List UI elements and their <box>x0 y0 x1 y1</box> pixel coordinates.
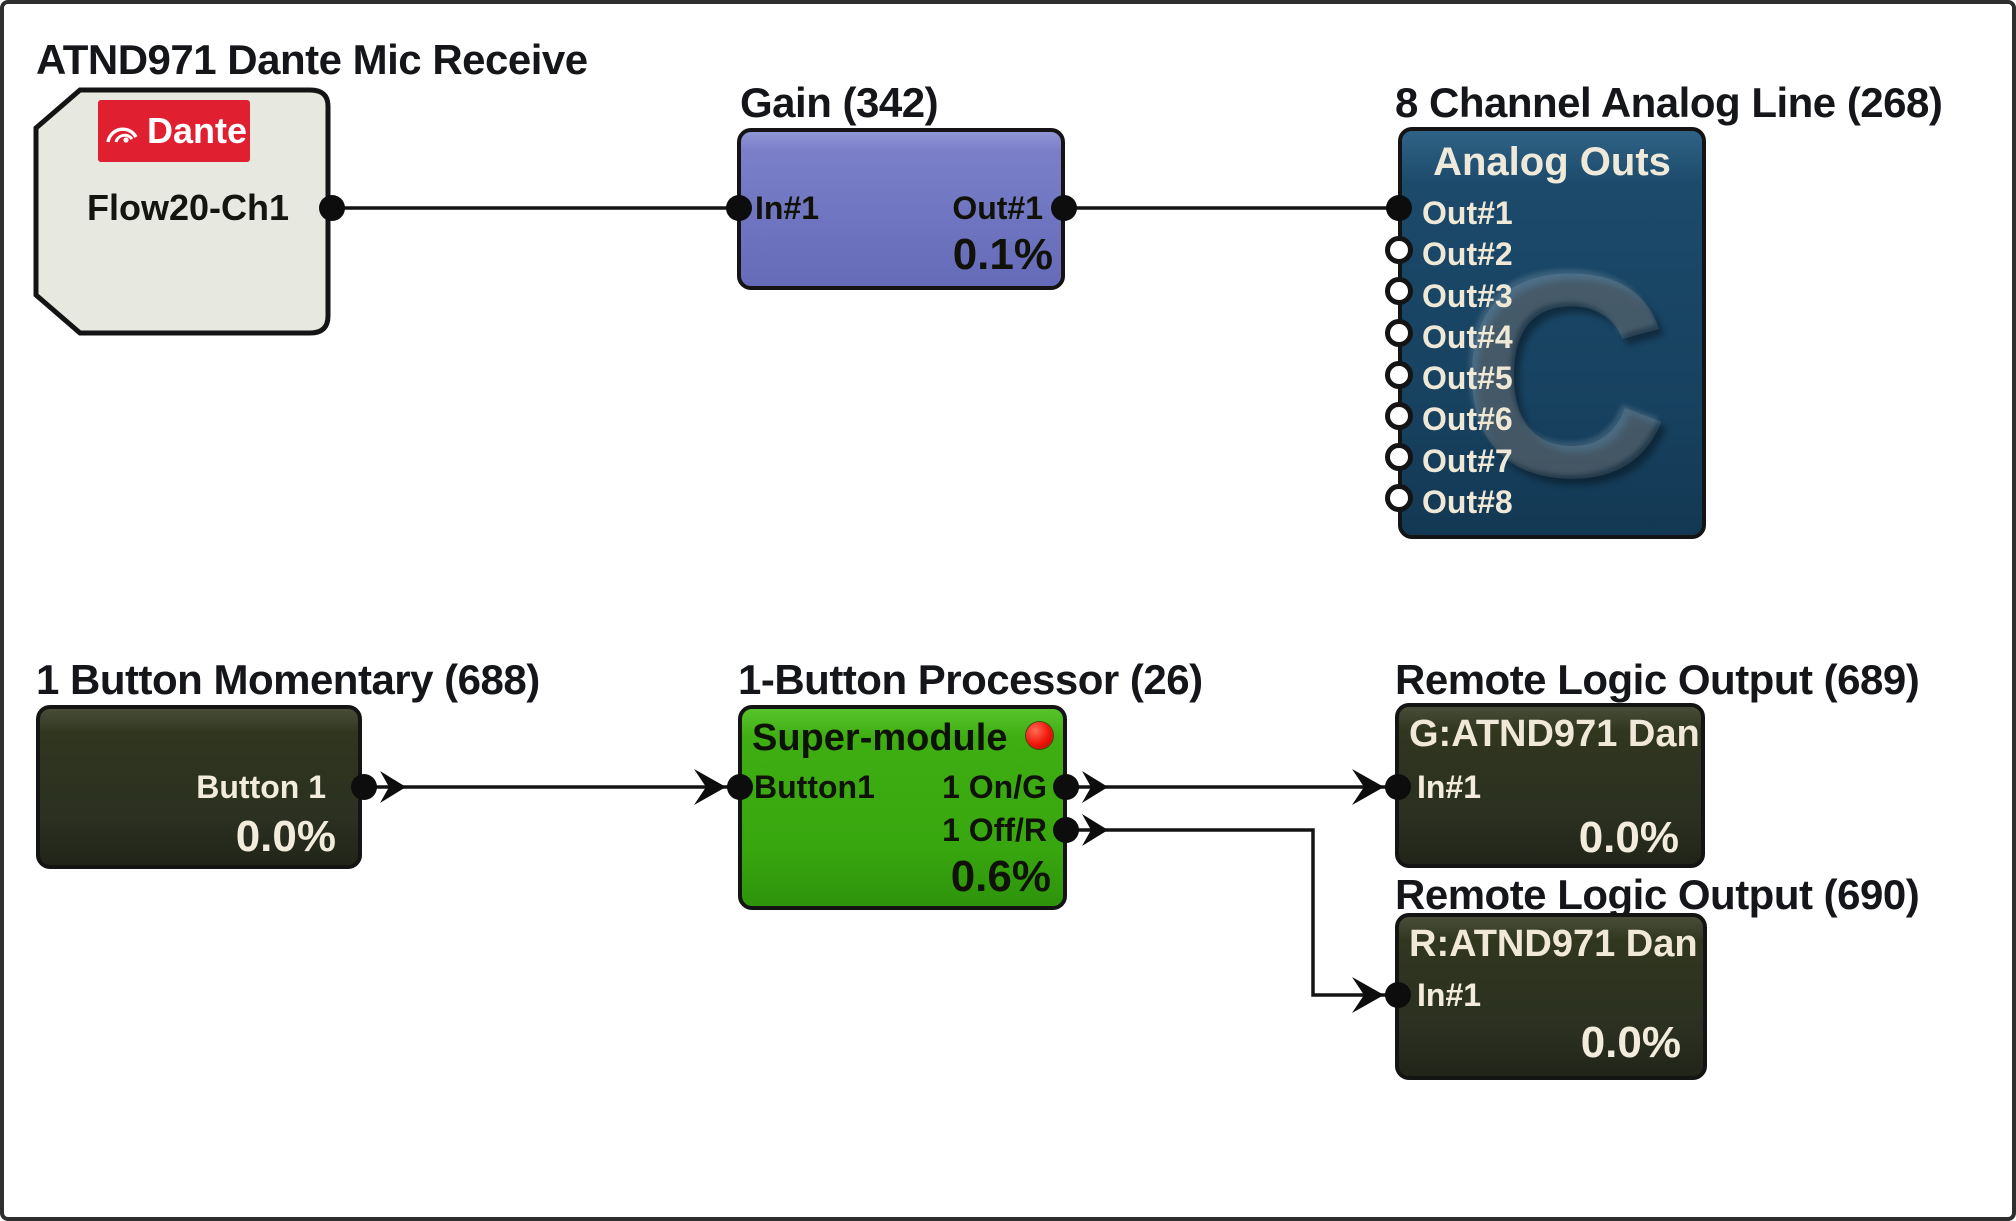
analog-out-port-4[interactable] <box>1385 319 1413 347</box>
analog-out-port-2[interactable] <box>1385 236 1413 264</box>
analog-line-block[interactable]: C Analog Outs Out#1 Out#2 Out#3 Out#4 Ou… <box>1398 127 1706 539</box>
logic-r-header: R:ATND971 Dan <box>1409 923 1698 965</box>
logic-g-percent: 0.0% <box>1578 813 1679 862</box>
momentary-out-port[interactable] <box>351 774 377 800</box>
analog-out-port-1[interactable] <box>1386 195 1412 221</box>
momentary-block-title: 1 Button Momentary (688) <box>36 656 540 703</box>
analog-out-label-5: Out#5 <box>1422 360 1513 397</box>
analog-out-port-7[interactable] <box>1385 443 1413 471</box>
button-processor-block[interactable]: Super-module Button1 1 On/G 1 Off/R 0.6% <box>738 705 1067 910</box>
analog-out-label-2: Out#2 <box>1422 236 1513 273</box>
logic-g-in-port[interactable] <box>1385 774 1411 800</box>
logic-r-block-title: Remote Logic Output (690) <box>1395 871 1920 918</box>
analog-out-label-1: Out#1 <box>1422 195 1513 231</box>
dante-channel-label: Flow20-Ch1 <box>87 187 290 228</box>
remote-logic-output-g-block[interactable]: G:ATND971 Dan In#1 0.0% <box>1395 703 1705 868</box>
analog-block-header: Analog Outs <box>1433 140 1671 184</box>
logic-g-block-title: Remote Logic Output (689) <box>1395 656 1920 703</box>
processor-on-output-label: 1 On/G <box>942 769 1047 805</box>
analog-block-title: 8 Channel Analog Line (268) <box>1395 79 1943 126</box>
processor-block-title: 1-Button Processor (26) <box>738 656 1203 703</box>
processor-percent: 0.6% <box>950 852 1051 901</box>
dante-logo: Dante <box>98 100 250 162</box>
gain-output-label: Out#1 <box>952 190 1043 226</box>
momentary-output-label: Button 1 <box>196 769 326 805</box>
analog-output-list: Out#1 Out#2 Out#3 Out#4 Out#5 Out#6 Out#… <box>1422 193 1513 523</box>
gain-block-title: Gain (342) <box>740 79 939 126</box>
processor-header: Super-module <box>752 717 1008 759</box>
dante-out-port[interactable] <box>319 195 345 221</box>
gain-out-port[interactable] <box>1051 195 1077 221</box>
logic-r-percent: 0.0% <box>1580 1018 1681 1067</box>
gain-input-label: In#1 <box>755 190 820 226</box>
analog-out-port-8[interactable] <box>1385 484 1413 512</box>
dante-receive-block[interactable]: Dante Flow20-Ch1 <box>31 86 332 336</box>
composer-watermark: C <box>1460 214 1670 538</box>
processor-off-out-port[interactable] <box>1053 817 1079 843</box>
logic-g-input-label: In#1 <box>1417 769 1482 805</box>
button-momentary-block[interactable]: Button 1 0.0% <box>36 705 362 869</box>
logic-g-header: G:ATND971 Dan <box>1409 713 1699 755</box>
logic-r-input-label: In#1 <box>1417 977 1482 1013</box>
analog-out-port-5[interactable] <box>1385 361 1413 389</box>
analog-out-label-7: Out#7 <box>1422 442 1513 479</box>
processor-input-label: Button1 <box>754 769 875 805</box>
gain-percent: 0.1% <box>952 230 1053 279</box>
analog-out-port-6[interactable] <box>1385 402 1413 430</box>
gain-in-port[interactable] <box>726 195 752 221</box>
gain-block[interactable]: In#1 Out#1 0.1% <box>737 128 1065 290</box>
analog-out-label-3: Out#3 <box>1422 277 1513 314</box>
processor-off-output-label: 1 Off/R <box>942 812 1047 848</box>
wire-off-to-logic-r[interactable] <box>1066 828 1398 997</box>
dante-swirl-icon <box>106 127 138 143</box>
processor-in-port[interactable] <box>727 774 753 800</box>
dante-block-title: ATND971 Dante Mic Receive <box>36 36 588 83</box>
dante-logo-text: Dante <box>146 110 248 151</box>
analog-out-label-4: Out#4 <box>1422 318 1513 355</box>
analog-out-label-6: Out#6 <box>1422 401 1513 438</box>
analog-out-port-3[interactable] <box>1385 277 1413 305</box>
analog-out-label-8: Out#8 <box>1422 484 1513 521</box>
processor-status-led <box>1026 722 1053 749</box>
logic-r-in-port[interactable] <box>1385 982 1411 1008</box>
momentary-percent: 0.0% <box>235 812 336 861</box>
processor-on-out-port[interactable] <box>1053 774 1079 800</box>
remote-logic-output-r-block[interactable]: R:ATND971 Dan In#1 0.0% <box>1395 913 1707 1080</box>
